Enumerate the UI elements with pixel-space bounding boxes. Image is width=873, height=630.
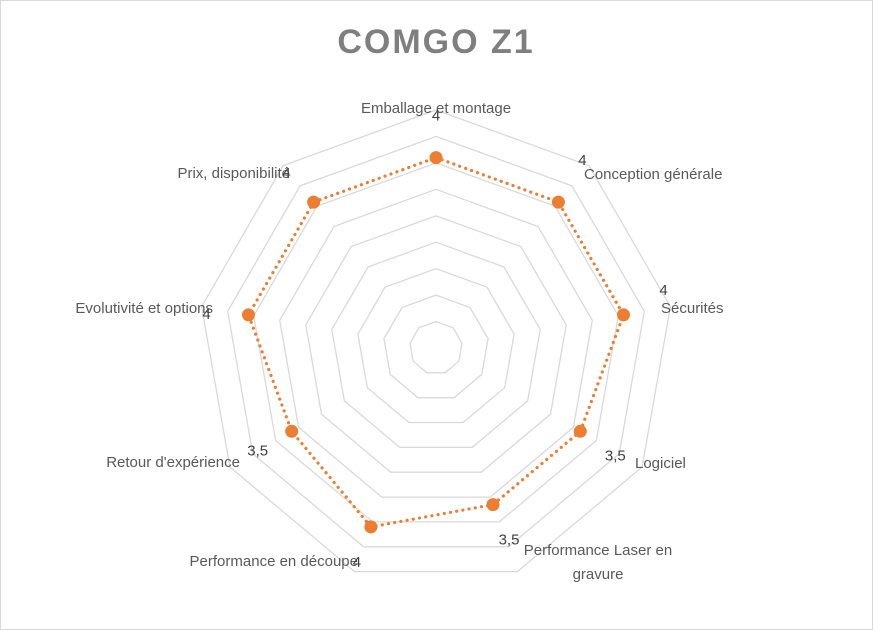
data-point[interactable] <box>242 308 255 322</box>
value-label: 3,5 <box>499 532 520 549</box>
grid-ring-7 <box>253 162 619 523</box>
axis-category-label: Sécurités <box>661 300 724 317</box>
grid-ring-8 <box>227 135 645 548</box>
data-point[interactable] <box>285 424 299 438</box>
series-layer <box>246 155 626 529</box>
grid-ring-1 <box>409 320 463 374</box>
marker-layer <box>242 151 630 534</box>
radar-grid <box>200 109 672 573</box>
chart-title: COMGO Z1 <box>337 23 534 61</box>
axis-category-label: Logiciel <box>635 455 686 472</box>
data-point[interactable] <box>573 424 587 438</box>
axis-category-label: Retour d'expérience <box>106 454 240 471</box>
grid-ring-5 <box>305 215 567 473</box>
value-label: 4 <box>282 165 290 182</box>
grid-ring-3 <box>357 268 515 424</box>
data-point[interactable] <box>364 520 378 534</box>
value-label: 4 <box>202 306 210 323</box>
value-labels: 4 4 4 3,5 3,5 4 3,5 4 4 <box>202 108 667 571</box>
value-label: 4 <box>578 152 586 169</box>
axis-category-label: Prix, disponibilité <box>177 165 290 182</box>
grid-ring-2 <box>383 294 489 399</box>
data-point[interactable] <box>307 195 321 209</box>
value-label: 4 <box>432 108 440 125</box>
value-label: 4 <box>659 282 667 299</box>
axis-category-label: Emballage et montage <box>361 100 511 117</box>
value-label: 3,5 <box>605 447 626 464</box>
value-label: 3,5 <box>247 442 268 459</box>
data-point[interactable] <box>551 195 565 209</box>
grid-ring-6 <box>279 188 593 498</box>
axis-category-label: Conception générale <box>584 166 722 183</box>
grid-ring-4 <box>331 241 541 449</box>
data-point[interactable] <box>486 498 500 512</box>
data-point[interactable] <box>617 308 630 322</box>
grid-ring-9 <box>200 109 672 573</box>
series-line <box>246 155 626 529</box>
data-point[interactable] <box>429 151 443 165</box>
axis-category-label: Evolutivité et options <box>75 300 213 317</box>
value-label: 4 <box>353 554 361 571</box>
axis-category-label: Performance en découpe <box>190 553 358 570</box>
